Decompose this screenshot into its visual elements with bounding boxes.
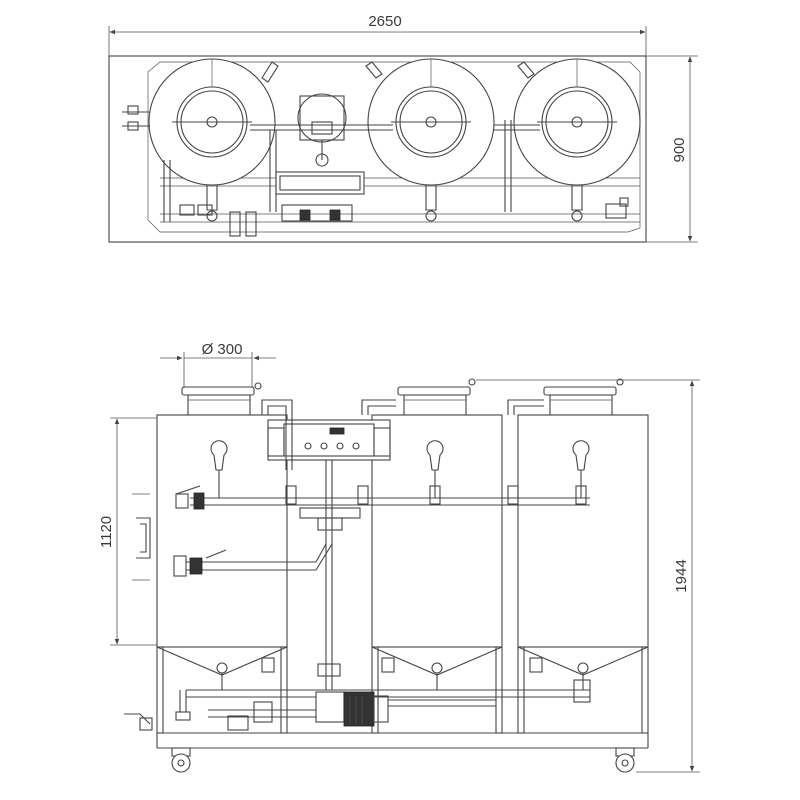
caster-wheels <box>171 747 635 773</box>
front-tanks <box>156 414 649 676</box>
dim-tank-height: 1120 <box>98 417 157 646</box>
top-outlets <box>206 185 583 222</box>
front-view <box>124 378 649 773</box>
dim-top-width-label: 2650 <box>368 13 401 30</box>
front-control-box <box>267 419 391 461</box>
top-control-box <box>275 93 365 195</box>
top-tank-3 <box>513 58 641 186</box>
dim-top-width: 2650 <box>108 13 647 56</box>
top-tank-2 <box>367 58 495 186</box>
dim-top-depth-label: 900 <box>671 137 688 162</box>
top-tank-1 <box>148 58 276 186</box>
sample-valves <box>210 440 590 498</box>
pump <box>315 691 496 727</box>
dim-manhole-label: Ø 300 <box>202 341 243 358</box>
dim-tank-height-label: 1120 <box>98 516 115 548</box>
top-view <box>108 55 647 243</box>
dim-total-height: 1944 <box>476 379 700 773</box>
dim-top-depth: 900 <box>646 55 698 243</box>
front-manholes <box>181 386 617 416</box>
bottom-outlets <box>216 657 589 690</box>
dim-manhole: Ø 300 <box>160 341 276 388</box>
dim-total-height-label: 1944 <box>673 559 690 592</box>
